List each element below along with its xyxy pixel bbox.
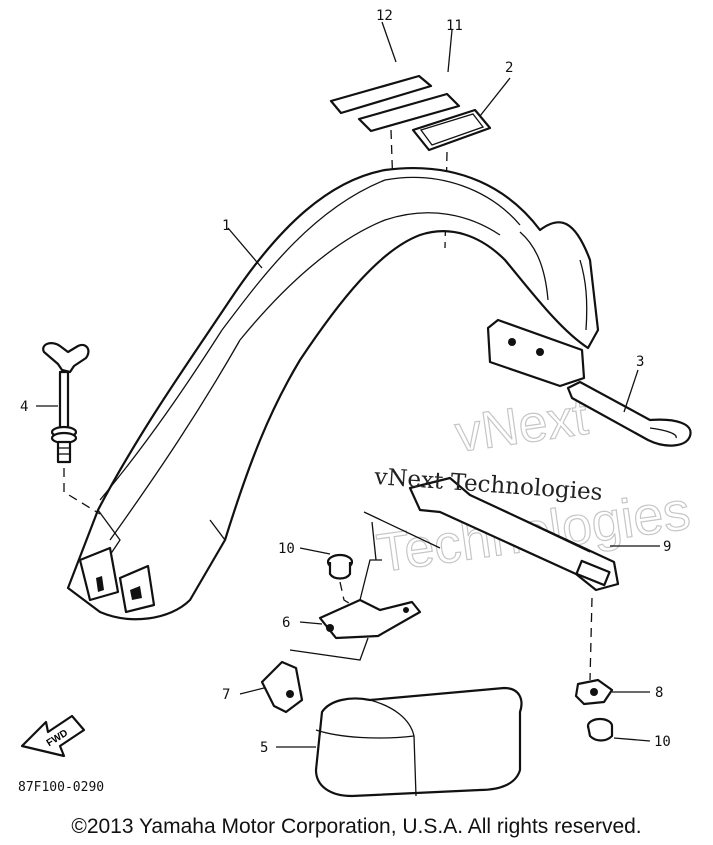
- callout-8: 8: [655, 685, 663, 701]
- part-10-grommet-lower: [586, 717, 614, 742]
- part-4-wing-bolt: [42, 342, 90, 464]
- part-3-rod: [566, 380, 692, 447]
- callout-2: 2: [505, 60, 513, 76]
- part-8-clamp: [574, 678, 614, 706]
- fwd-arrow: FWD: [20, 714, 86, 758]
- decal-11: [357, 92, 461, 133]
- callout-6: 6: [282, 615, 290, 631]
- decal-2-frame: [411, 108, 492, 152]
- copyright-notice: ©2013 Yamaha Motor Corporation, U.S.A. A…: [71, 815, 642, 838]
- callout-9: 9: [663, 539, 671, 555]
- parts-diagram: vNext Technologies: [18, 8, 694, 798]
- callout-10-lower: 10: [654, 734, 671, 750]
- watermark-outline-line1: vNext: [452, 388, 592, 464]
- watermark-text: vNext Technologies: [373, 464, 604, 506]
- rear-fender: [66, 166, 600, 621]
- part-9-strap: [408, 476, 620, 592]
- callout-4: 4: [20, 399, 28, 415]
- part-10-grommet-upper: [326, 553, 354, 580]
- decal-12: [329, 74, 433, 115]
- part-7-clip: [260, 660, 304, 714]
- part-5-box: [314, 686, 523, 798]
- diagram-code: 87F100-0290: [18, 780, 104, 795]
- callout-11: 11: [446, 18, 463, 34]
- callout-1: 1: [222, 218, 230, 234]
- callout-10-upper: 10: [278, 541, 295, 557]
- callout-7: 7: [222, 687, 230, 703]
- callout-5: 5: [260, 740, 268, 756]
- callout-3: 3: [636, 354, 644, 370]
- part-6-bracket: [318, 511, 441, 640]
- callout-12: 12: [376, 8, 393, 24]
